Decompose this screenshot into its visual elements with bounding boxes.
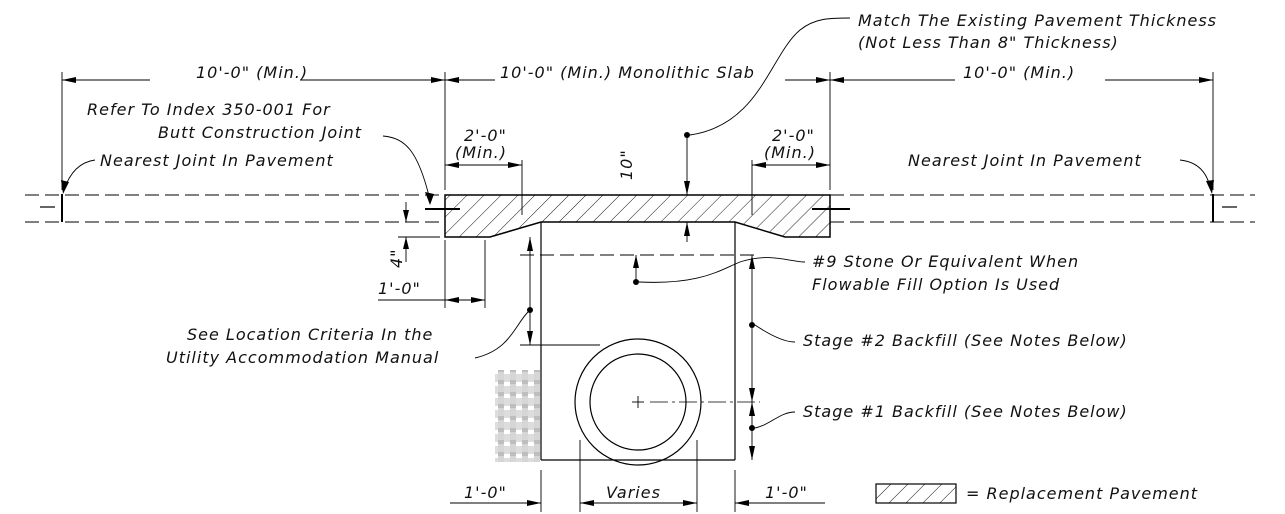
existing-pavement-lines	[25, 194, 1255, 223]
refer-index-line2: Butt Construction Joint	[158, 123, 362, 142]
match-thickness-line2: (Not Less Than 8" Thickness)	[858, 33, 1119, 52]
dim-varies: Varies	[606, 483, 661, 502]
nearest-joint-left: Nearest Joint In Pavement	[100, 151, 334, 170]
legend-label: = Replacement Pavement	[966, 484, 1198, 503]
stage1-note: Stage #1 Backfill (See Notes Below)	[803, 402, 1128, 421]
dim-left-10ft: 10'-0" (Min.)	[196, 63, 308, 82]
match-thickness-line1: Match The Existing Pavement Thickness	[858, 11, 1217, 30]
dim-10in: 10"	[617, 149, 636, 180]
location-line1: See Location Criteria In the	[187, 325, 433, 344]
trench	[495, 222, 760, 462]
stage-dimensions	[749, 255, 796, 460]
dim-1ft-bottom-left: 1'-0"	[464, 483, 507, 502]
dim-2ft-right: 2'-0"	[772, 126, 815, 145]
legend-swatch	[875, 483, 957, 504]
thickness-dimension	[684, 17, 851, 242]
legend: = Replacement Pavement	[875, 483, 1198, 504]
dim-2ft-left: 2'-0"	[464, 126, 507, 145]
refer-index-leader	[382, 135, 431, 201]
dim-1ft-upper-lines	[378, 240, 486, 308]
min-left: (Min.)	[455, 143, 507, 162]
dim-4in: 4"	[387, 248, 406, 268]
taper-dimensions	[445, 160, 830, 215]
joint-markers	[61, 194, 1214, 222]
min-right: (Min.)	[764, 143, 816, 162]
location-line2: Utility Accommodation Manual	[166, 348, 439, 367]
nearest-joint-right: Nearest Joint In Pavement	[908, 151, 1142, 170]
stage2-note: Stage #2 Backfill (See Notes Below)	[803, 331, 1128, 350]
stone-leader	[633, 255, 806, 285]
cover-dimension	[474, 237, 533, 359]
stone-line2: Flowable Fill Option Is Used	[812, 275, 1060, 294]
bottom-dimensions	[450, 440, 825, 512]
stone-line1: #9 Stone Or Equivalent When	[812, 252, 1079, 271]
dim-1ft-bottom-right: 1'-0"	[765, 483, 808, 502]
top-dimensions	[61, 62, 1214, 190]
nearest-joint-right-leader	[1179, 159, 1212, 191]
pipe	[574, 338, 760, 466]
native-soil-hatch	[495, 370, 540, 462]
dim-4in-lines	[398, 202, 440, 262]
nearest-joint-left-leader	[63, 159, 96, 191]
dim-1ft-upper: 1'-0"	[378, 279, 421, 298]
refer-index-line1: Refer To Index 350-001 For	[87, 100, 331, 119]
dim-center-10ft: 10'-0" (Min.) Monolithic Slab	[500, 63, 755, 82]
replacement-slab	[425, 194, 850, 238]
dim-right-10ft: 10'-0" (Min.)	[963, 63, 1075, 82]
